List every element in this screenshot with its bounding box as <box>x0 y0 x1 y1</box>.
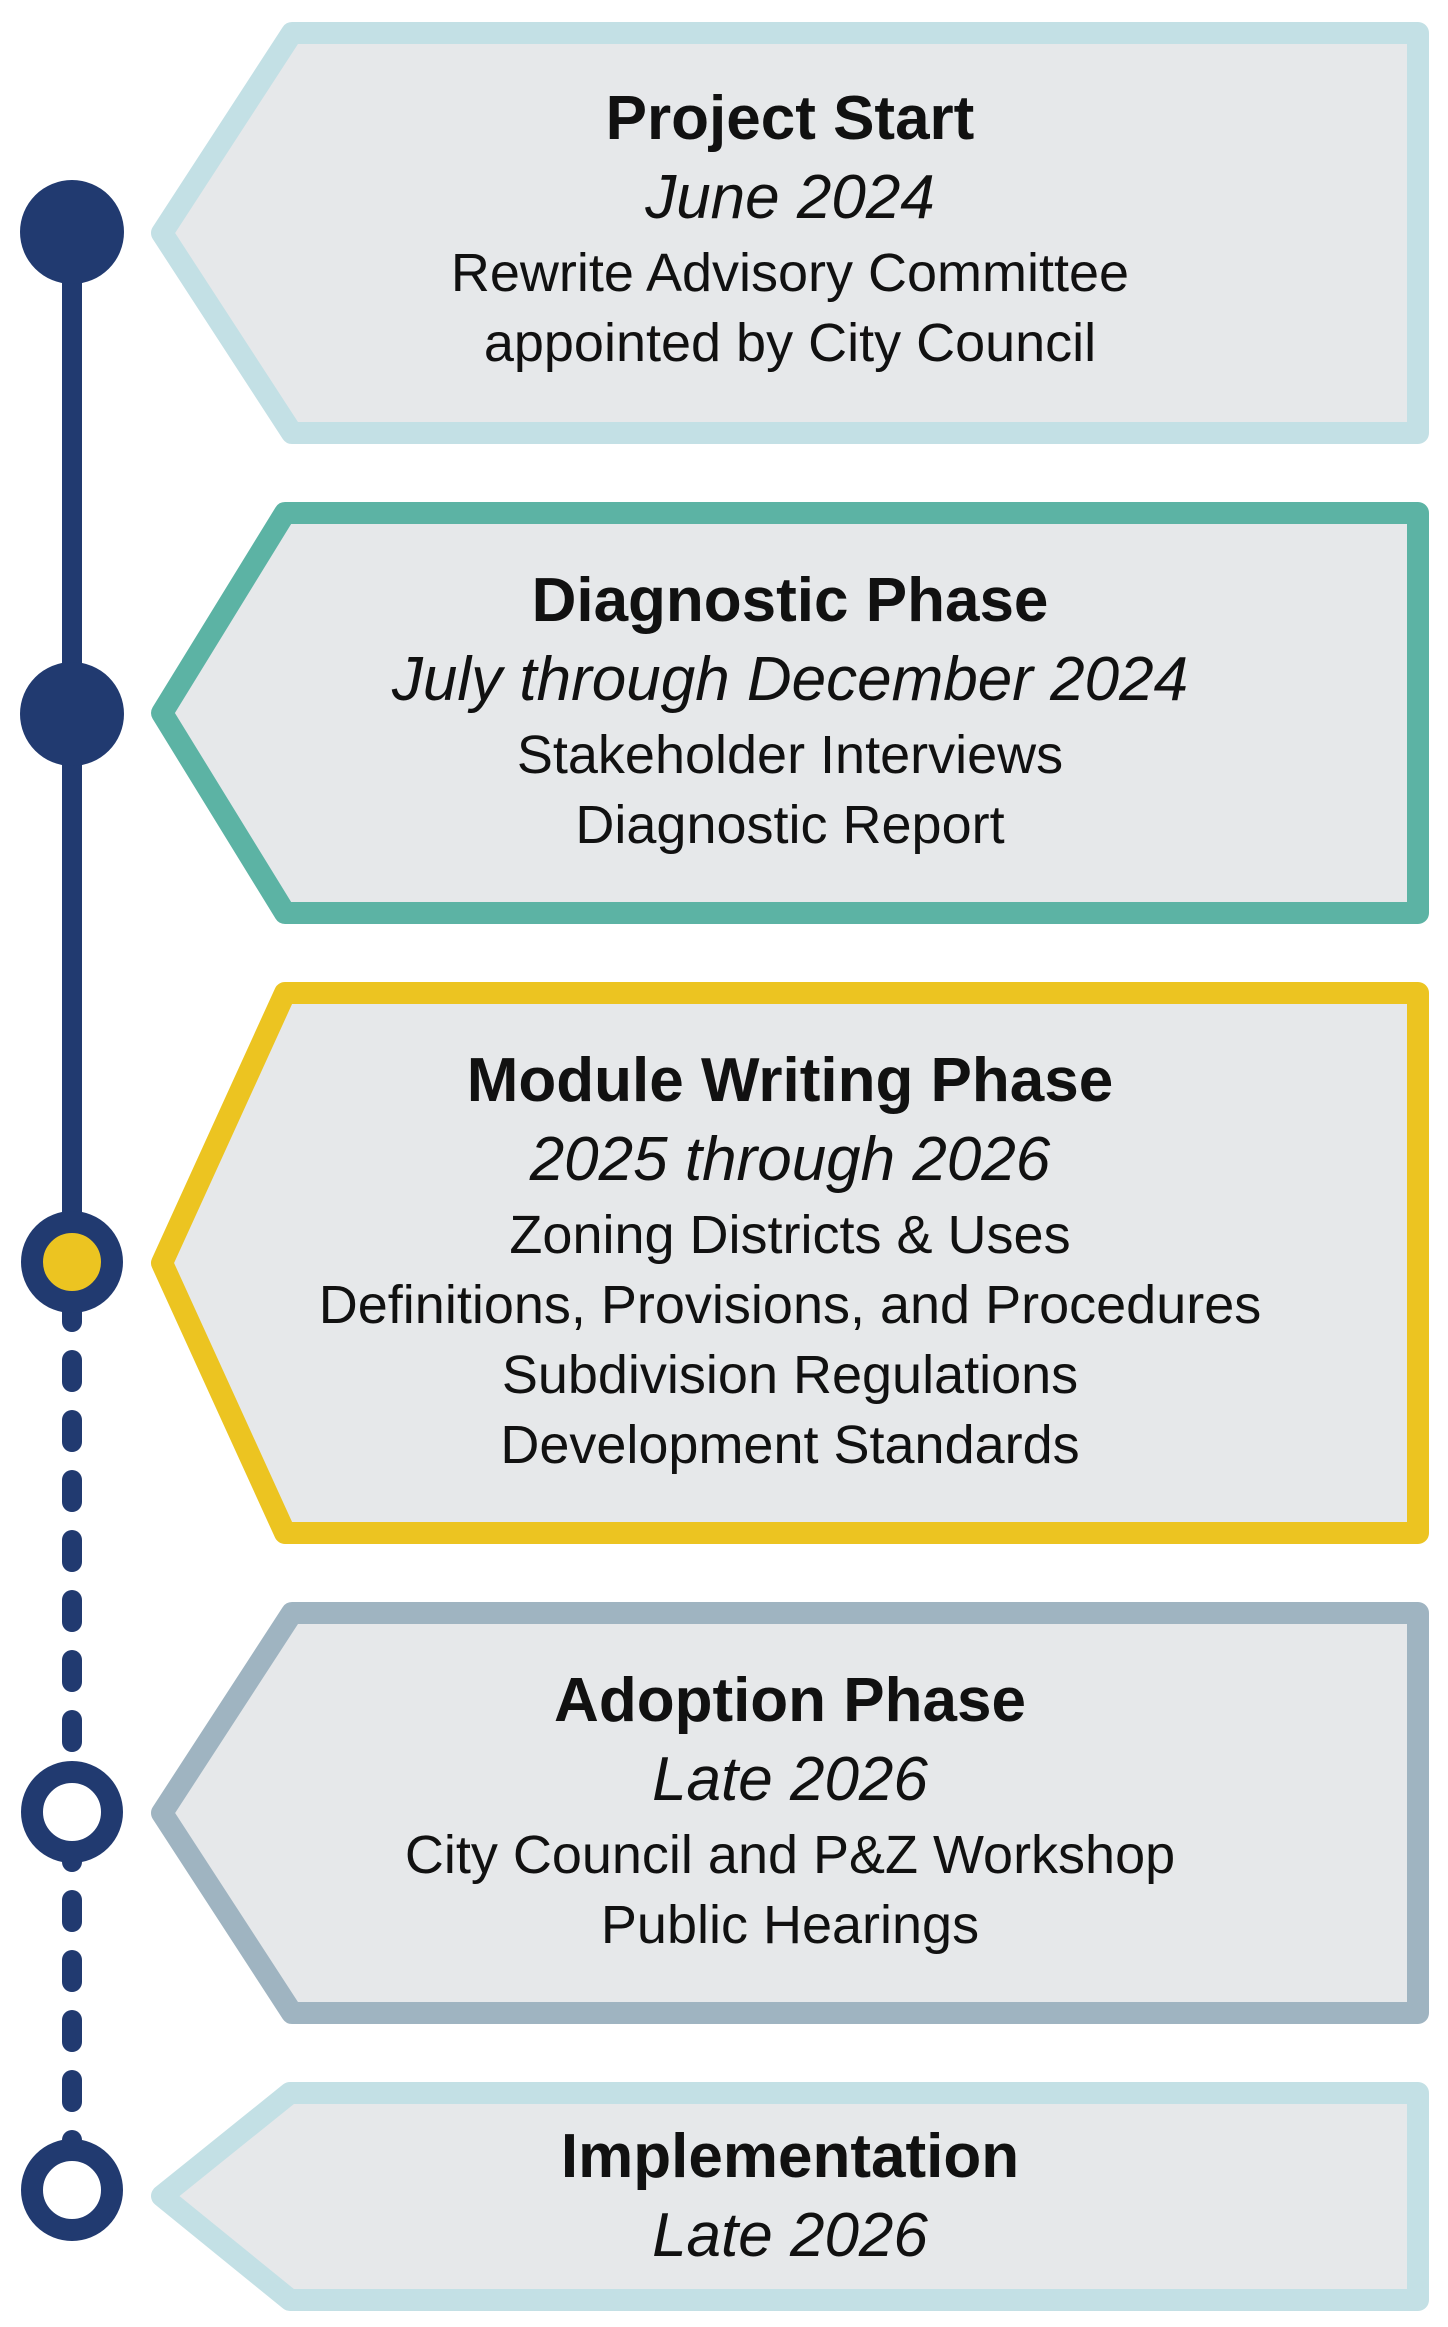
phase-detail: appointed by City Council <box>483 313 1097 373</box>
timeline-dot-module-writing-phase <box>21 1211 123 1313</box>
phase-title: Project Start <box>605 84 975 153</box>
phase-module-writing: Module Writing Phase 2025 through 2026 Z… <box>230 1042 1350 1480</box>
phase-title: Adoption Phase <box>554 1666 1026 1735</box>
phase-detail: Subdivision Regulations <box>501 1345 1079 1405</box>
phase-detail: City Council and P&Z Workshop <box>404 1825 1176 1885</box>
card-module-writing-phase <box>151 982 1429 1544</box>
phase-date: Late 2026 <box>652 1745 928 1814</box>
phase-detail: Public Hearings <box>600 1895 980 1955</box>
phase-detail: Diagnostic Report <box>575 795 1005 855</box>
phase-diagnostic: Diagnostic Phase July through December 2… <box>230 562 1350 860</box>
phase-detail: Development Standards <box>500 1415 1080 1475</box>
phase-date: June 2024 <box>645 163 935 232</box>
card-diagnostic-phase <box>151 502 1429 924</box>
card-implementation <box>151 2082 1429 2311</box>
phase-detail: Zoning Districts & Uses <box>509 1205 1071 1265</box>
phase-title: Module Writing Phase <box>466 1046 1114 1115</box>
timeline-dot-project-start <box>20 180 124 284</box>
timeline-dot-implementation <box>21 2139 123 2241</box>
phase-detail: Stakeholder Interviews <box>516 725 1064 785</box>
card-adoption-phase <box>151 1602 1429 2024</box>
phase-implementation: Implementation Late 2026 <box>230 2118 1350 2276</box>
phase-adoption: Adoption Phase Late 2026 City Council an… <box>230 1662 1350 1960</box>
timeline-dot-adoption-phase <box>21 1761 123 1863</box>
phase-date: Late 2026 <box>652 2201 928 2270</box>
phase-title: Implementation <box>560 2122 1020 2191</box>
phase-date: July through December 2024 <box>391 645 1189 714</box>
phase-title: Diagnostic Phase <box>531 566 1049 635</box>
timeline-dot-diagnostic-phase <box>20 662 124 766</box>
phase-detail: Rewrite Advisory Committee <box>450 243 1130 303</box>
phase-project-start: Project Start June 2024 Rewrite Advisory… <box>230 80 1350 378</box>
card-project-start <box>151 22 1429 444</box>
phase-date: 2025 through 2026 <box>529 1125 1051 1194</box>
phase-detail: Definitions, Provisions, and Procedures <box>318 1275 1262 1335</box>
